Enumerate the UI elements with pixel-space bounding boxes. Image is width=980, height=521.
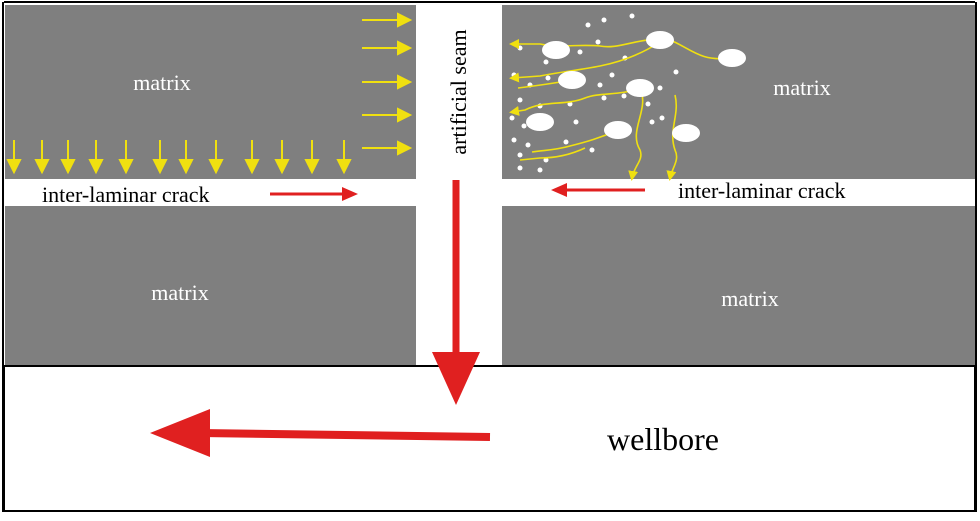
matrix-label-bottom-left: matrix (151, 280, 208, 305)
matrix-label-top-left: matrix (133, 70, 190, 95)
wellbore-label: wellbore (607, 421, 719, 457)
seepage-arrows-right (362, 12, 413, 156)
flow-arrow-left-crack (270, 187, 358, 201)
flow-arrow-wellbore-left (150, 409, 491, 457)
matrix-label-bottom-right: matrix (721, 286, 778, 311)
matrix-block-bottom-left (5, 206, 416, 365)
matrix-block-top-left (5, 5, 416, 179)
gas-bubbles-large (526, 31, 746, 142)
seepage-arrows-down (6, 140, 352, 175)
artificial-seam-label: artificial seam (446, 29, 471, 154)
flow-arrow-seam-down (432, 180, 480, 405)
crack-label-left: inter-laminar crack (42, 182, 210, 207)
crack-label-right: inter-laminar crack (678, 178, 846, 203)
flow-arrow-right-crack (551, 183, 645, 197)
diffusion-paths (509, 38, 731, 181)
matrix-label-top-right: matrix (773, 75, 830, 100)
matrix-block-bottom-right (502, 206, 975, 365)
